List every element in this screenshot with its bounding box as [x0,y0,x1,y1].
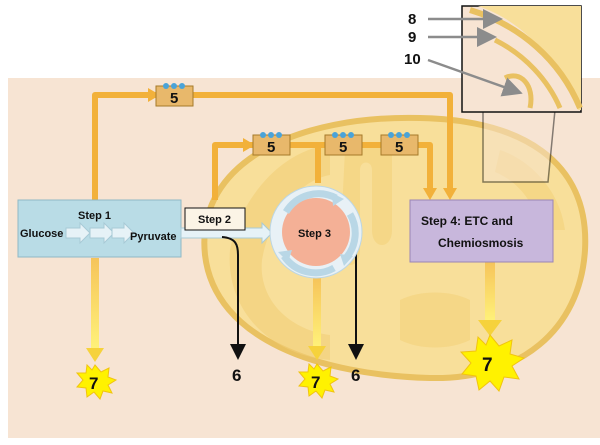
carrier-box: 5 [252,132,291,156]
carrier-box: 5 [380,132,419,156]
step1-input: Glucose [20,228,63,240]
atp-label: 7 [89,374,98,393]
label-9: 9 [408,29,416,46]
step1-title: Step 1 [78,210,111,222]
atp-burst: 7 [75,363,118,400]
atp-label: 7 [311,373,320,392]
step1-output: Pyruvate [130,231,176,243]
step4-box: Step 4: ETC and Chemiosmosis [409,199,554,263]
step3-title: Step 3 [298,228,331,240]
carrier-label: 5 [395,139,403,156]
atp-burst: 7 [297,362,340,399]
label-8: 8 [408,11,416,28]
carrier-label: 5 [267,139,275,156]
carrier-box: 5 [324,132,363,156]
atp-arrows [86,258,502,362]
step2-title: Step 2 [198,214,231,226]
step4-line2: Chemiosmosis [438,236,524,250]
carrier-label: 5 [170,90,178,107]
carrier-arrowheads [148,88,457,200]
step4-line1: Step 4: ETC and [421,214,513,228]
atp-burst-large: 7 [459,334,526,392]
co2-label: 6 [232,366,241,385]
atp-label: 7 [482,355,493,376]
carrier-label: 5 [339,139,347,156]
inset-pointers: 8 9 10 [404,9,523,97]
co2-arrows [221,236,364,360]
step2-box: Step 2 [184,207,246,231]
step1-box: Step 1 Glucose Pyruvate [17,199,182,258]
co2-label: 6 [351,366,360,385]
step3-cycle: Step 3 [269,185,363,279]
carrier-box: 5 [155,83,194,107]
label-10: 10 [404,51,421,68]
